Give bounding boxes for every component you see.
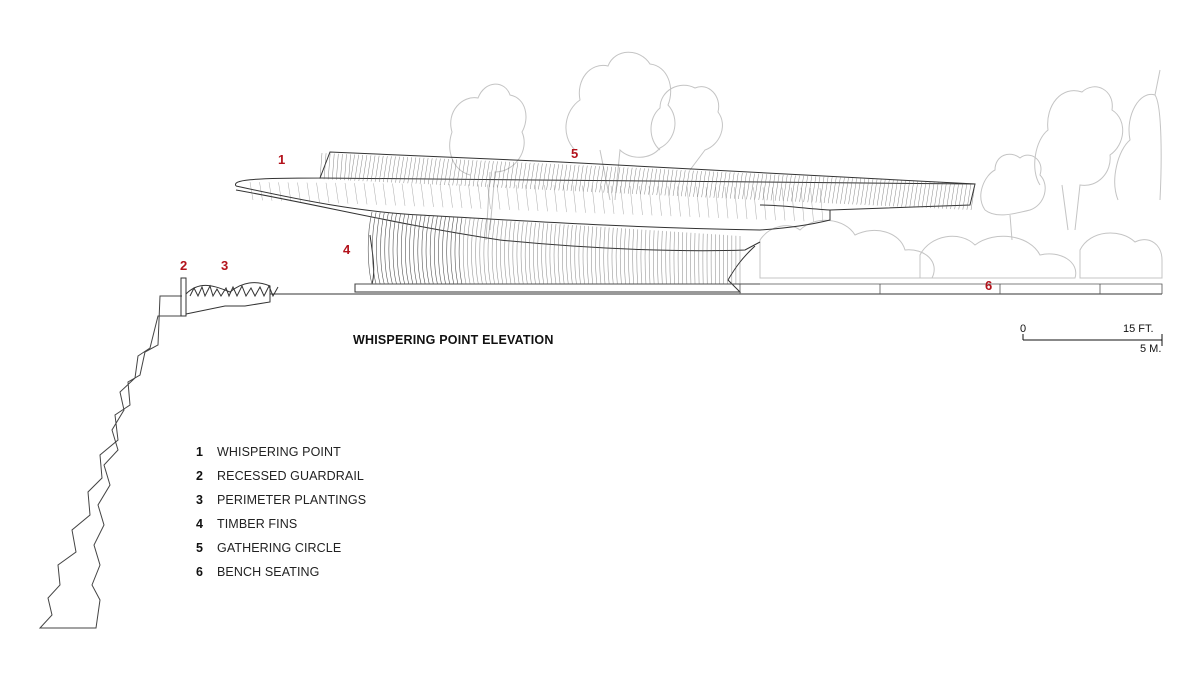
- callout-3: 3: [221, 258, 229, 273]
- recessed-guardrail: [180, 277, 187, 317]
- tree-8: [919, 235, 1077, 279]
- callout-1: 1: [278, 152, 286, 167]
- legend-label: RECESSED GUARDRAIL: [217, 469, 364, 483]
- tree-1: [449, 83, 527, 241]
- callout-2: 2: [180, 258, 188, 273]
- pavilion-structure: [234, 151, 976, 293]
- scale-bar: [1022, 334, 1163, 346]
- drawing-title: WHISPERING POINT ELEVATION: [353, 333, 554, 347]
- legend-item: 4 TIMBER FINS: [196, 512, 366, 536]
- legend-number: 1: [196, 445, 203, 459]
- scale-feet-label: 15 FT.: [1123, 323, 1154, 335]
- tree-5: [1034, 86, 1124, 231]
- timber-fin-hatch: [367, 211, 741, 285]
- legend-label: PERIMETER PLANTINGS: [217, 493, 367, 507]
- background-trees: [449, 51, 1163, 279]
- callout-6: 6: [985, 278, 993, 293]
- callout-5: 5: [571, 146, 579, 161]
- canopy-top: [234, 151, 976, 211]
- legend-number: 5: [196, 541, 203, 555]
- tree-4: [980, 153, 1046, 241]
- legend-number: 6: [196, 565, 203, 579]
- perimeter-planter: [185, 282, 271, 315]
- canopy-hatch: [249, 152, 976, 223]
- legend-label: TIMBER FINS: [217, 517, 298, 531]
- legend-item: 5 GATHERING CIRCLE: [196, 536, 366, 560]
- tree-3: [650, 84, 723, 171]
- tree-9: [1079, 232, 1163, 279]
- legend-item: 6 BENCH SEATING: [196, 560, 366, 584]
- legend-label: GATHERING CIRCLE: [217, 541, 342, 555]
- legend-item: 3 PERIMETER PLANTINGS: [196, 488, 366, 512]
- scale-zero-label: 0: [1020, 323, 1027, 335]
- guardrail-planter: [180, 277, 1162, 317]
- tree-7: [759, 219, 935, 279]
- scale-meters-label: 5 M.: [1140, 343, 1162, 355]
- bench-seating: [355, 283, 1163, 294]
- legend-label: WHISPERING POINT: [217, 445, 341, 459]
- legend-item: 1 WHISPERING POINT: [196, 440, 366, 464]
- tree-2: [565, 51, 676, 201]
- cliff-face: [38, 295, 182, 629]
- tree-6: [1114, 69, 1162, 201]
- planting-texture: [189, 284, 279, 298]
- callout-4: 4: [343, 242, 351, 257]
- legend-number: 3: [196, 493, 203, 507]
- canopy-lower-edge: [235, 189, 761, 252]
- legend-number: 2: [196, 469, 203, 483]
- canopy-underside: [235, 185, 831, 231]
- legend-item: 2 RECESSED GUARDRAIL: [196, 464, 366, 488]
- legend-label: BENCH SEATING: [217, 565, 320, 579]
- legend-number: 4: [196, 517, 203, 531]
